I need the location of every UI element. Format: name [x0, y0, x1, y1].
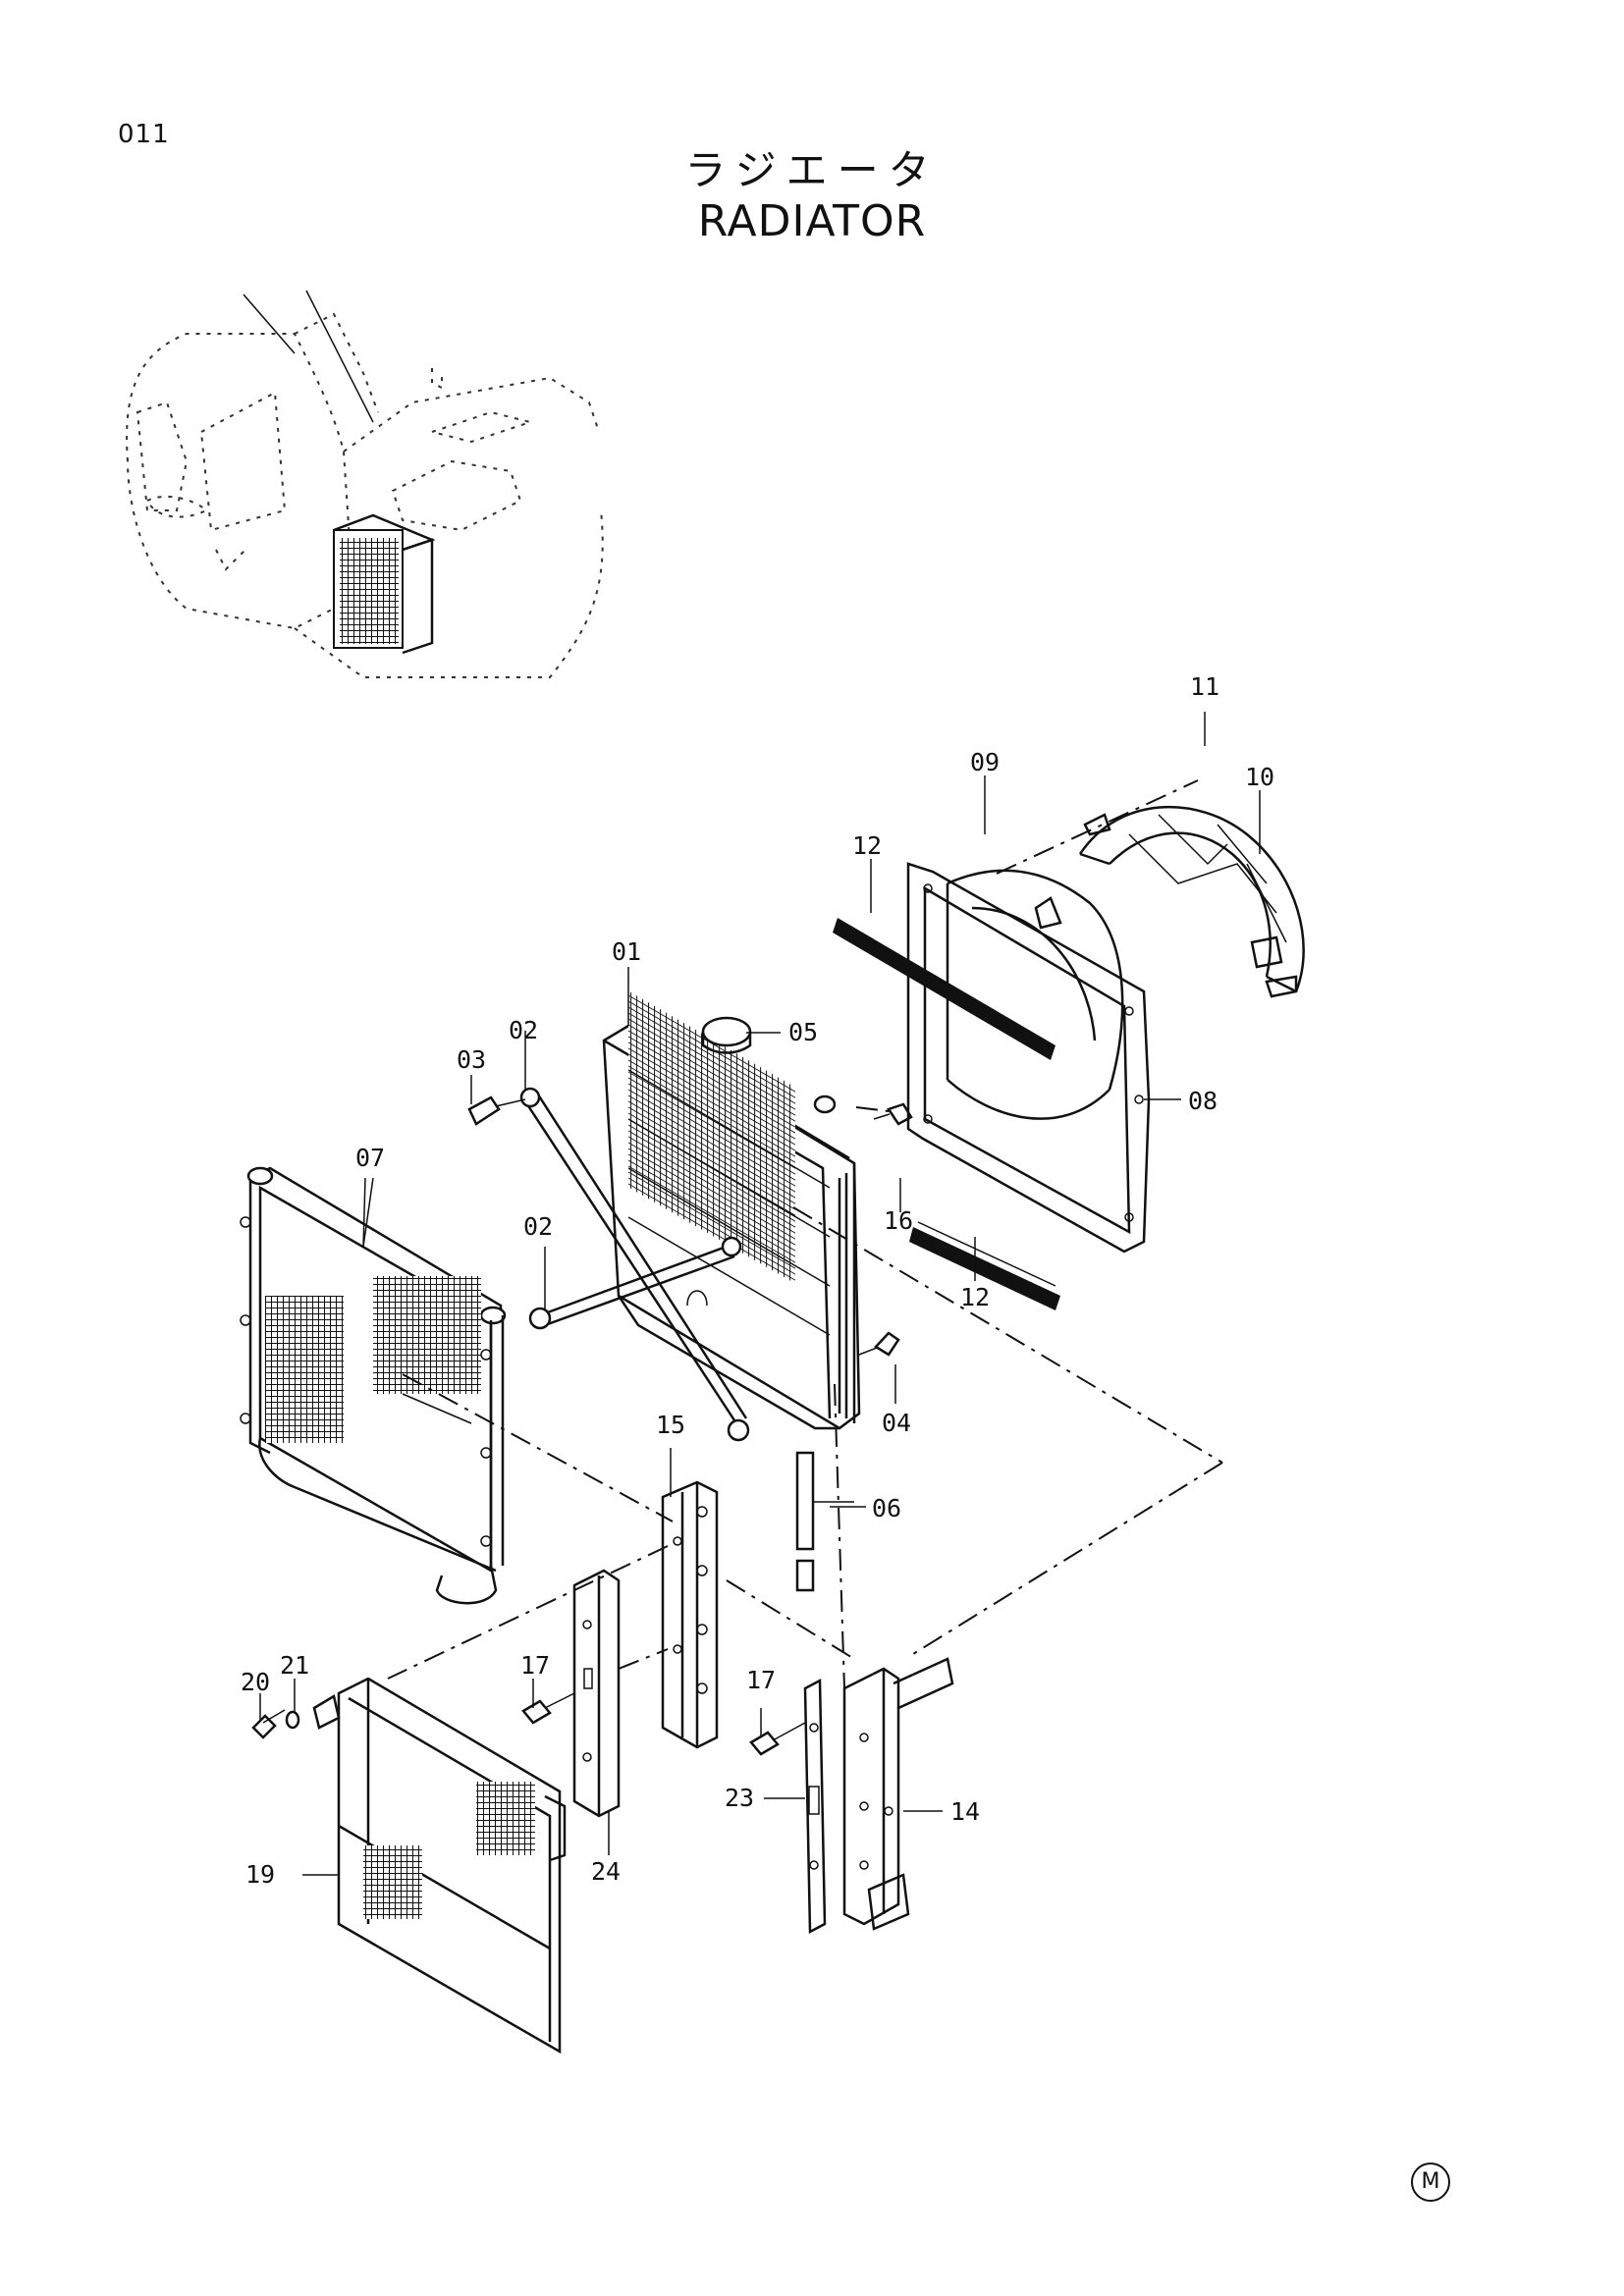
callout-05: 05: [788, 1018, 818, 1046]
callout-08: 08: [1188, 1087, 1218, 1115]
callout-02-top: 02: [509, 1016, 538, 1044]
part-10-fan-guard: [996, 779, 1305, 998]
callout-labels: 11 10 09 12 01 02 03 05 08 07 16 02 12 0…: [241, 672, 1274, 1889]
callout-17-right: 17: [746, 1666, 776, 1694]
callout-02-mid: 02: [523, 1212, 553, 1241]
part-06-pin: [795, 1451, 854, 1592]
callout-20: 20: [241, 1668, 270, 1696]
callout-23: 23: [725, 1784, 754, 1812]
callout-19: 19: [245, 1860, 275, 1889]
title-japanese: ラジエータ: [684, 146, 940, 194]
callout-06: 06: [872, 1494, 901, 1522]
leader-lines: [259, 712, 1261, 1876]
corner-mark: M: [1411, 2163, 1450, 2202]
callout-17-left: 17: [520, 1651, 550, 1680]
callout-10: 10: [1245, 763, 1274, 791]
page-number: 011: [118, 120, 170, 149]
part-08-fan-shroud: [906, 862, 1151, 1254]
part-15-bracket: [661, 1480, 719, 1749]
callout-12-bottom: 12: [960, 1283, 990, 1311]
callout-11: 11: [1190, 672, 1219, 701]
callout-07: 07: [355, 1144, 385, 1172]
part-24-bracket: [572, 1569, 621, 1818]
callout-24: 24: [591, 1857, 621, 1886]
part-14-bracket: [842, 1657, 954, 1931]
callout-14: 14: [950, 1797, 980, 1826]
callout-12-top: 12: [852, 831, 882, 860]
callout-01: 01: [612, 937, 641, 966]
part-20-21-knob-washer: [251, 1709, 300, 1739]
part-02-stays: [519, 1087, 750, 1442]
callout-16: 16: [884, 1206, 913, 1235]
callout-03: 03: [457, 1045, 486, 1074]
callout-15: 15: [656, 1411, 685, 1439]
part-19-cover: [312, 1677, 567, 2055]
part-01-radiator: [602, 990, 861, 1430]
callout-21: 21: [280, 1651, 309, 1680]
part-23-bracket: [803, 1678, 827, 1935]
title-english: RADIATOR: [697, 196, 927, 246]
part-17-bolts: [521, 1692, 806, 1756]
part-07-cooler: [240, 1166, 507, 1605]
small-hardware: [467, 1095, 913, 1357]
excavator-overview-sketch: [126, 290, 604, 678]
part-12-seal-strips: [833, 918, 1060, 1310]
callout-04: 04: [882, 1409, 911, 1437]
assembly-lines: [387, 1206, 1223, 1689]
callout-09: 09: [970, 748, 1000, 776]
